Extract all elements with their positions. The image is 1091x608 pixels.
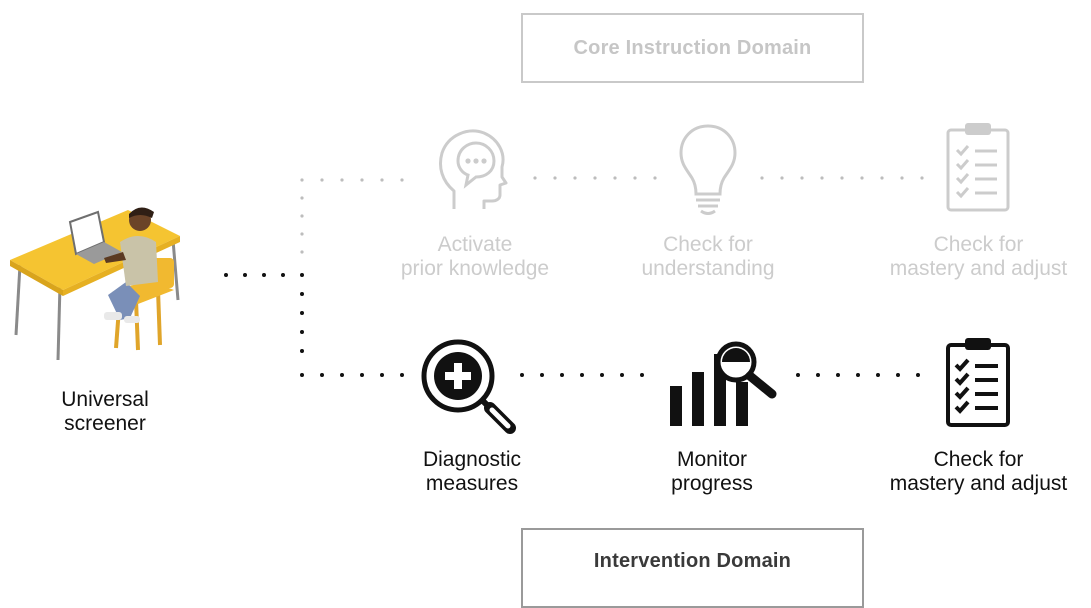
- core-domain-title: Core Instruction Domain: [573, 36, 812, 59]
- intervention-domain-title: Intervention Domain: [593, 550, 792, 572]
- core-step-understanding-label: Check for understanding: [641, 233, 775, 280]
- intervention-step-mastery-label: Check for mastery and adjust: [889, 448, 1068, 495]
- lightbulb-icon: [679, 124, 737, 215]
- intervention-domain-box: Intervention Domain: [521, 528, 864, 608]
- checklist-clipboard-icon: [946, 123, 1010, 212]
- core-instruction-domain-box: Core Instruction Domain: [521, 13, 864, 83]
- connector-lines: [224, 176, 924, 377]
- magnifier-plus-icon: [421, 339, 516, 434]
- intervention-dotted-path: [224, 273, 920, 377]
- universal-screener-label: Universal screener: [61, 388, 149, 435]
- head-speech-bubble-icon: [439, 129, 508, 209]
- core-step-activate-label: Activate prior knowledge: [400, 233, 550, 280]
- intervention-step-monitor-label: Monitor progress: [671, 448, 753, 495]
- checklist-clipboard-icon: [946, 338, 1010, 427]
- core-dotted-path: [300, 176, 924, 254]
- student-at-desk-icon: [10, 207, 180, 361]
- core-step-mastery-label: Check for mastery and adjust: [889, 233, 1068, 280]
- bar-chart-magnifier-icon: [670, 341, 777, 426]
- intervention-step-diagnostic-label: Diagnostic measures: [422, 448, 522, 495]
